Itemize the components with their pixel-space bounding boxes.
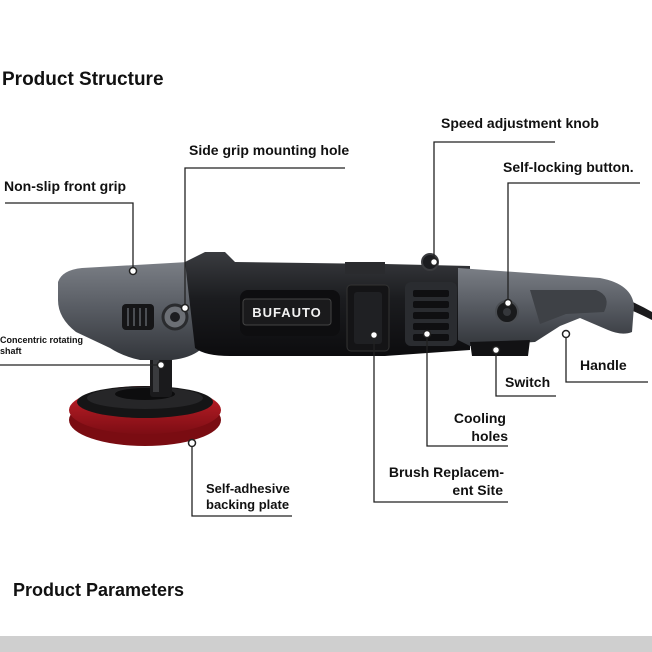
leader-dots (128, 257, 571, 448)
label-cooling-line2: holes (471, 428, 508, 444)
label-front-grip: Non-slip front grip (4, 178, 127, 194)
label-backing-line1: Self-adhesive (206, 481, 290, 496)
brand-logo: BUFAUTO (252, 304, 322, 320)
brand-plate (242, 298, 332, 326)
backing-pad (69, 386, 221, 446)
parameters-heading: Product Parameters (13, 580, 185, 600)
label-concentric-line2: shaft (0, 346, 22, 356)
leader-lines (0, 141, 648, 517)
label-brush-line2: ent Site (452, 482, 503, 498)
bottom-divider (0, 636, 652, 652)
structure-heading: Product Structure (2, 69, 164, 90)
label-handle: Handle (580, 357, 627, 373)
head-vents (122, 304, 154, 330)
label-switch: Switch (505, 374, 551, 390)
label-backing-line2: backing plate (206, 497, 290, 512)
label-cooling-line1: Cooling (453, 410, 506, 426)
label-brush-line1: Brush Replacem- (388, 464, 504, 480)
label-speed-knob: Speed adjustment knob (441, 115, 599, 131)
trigger-switch (470, 340, 530, 356)
label-side-grip-hole: Side grip mounting hole (189, 142, 350, 158)
label-self-locking: Self-locking button. (503, 159, 634, 175)
label-concentric-line1: Concentric rotating (0, 335, 84, 345)
